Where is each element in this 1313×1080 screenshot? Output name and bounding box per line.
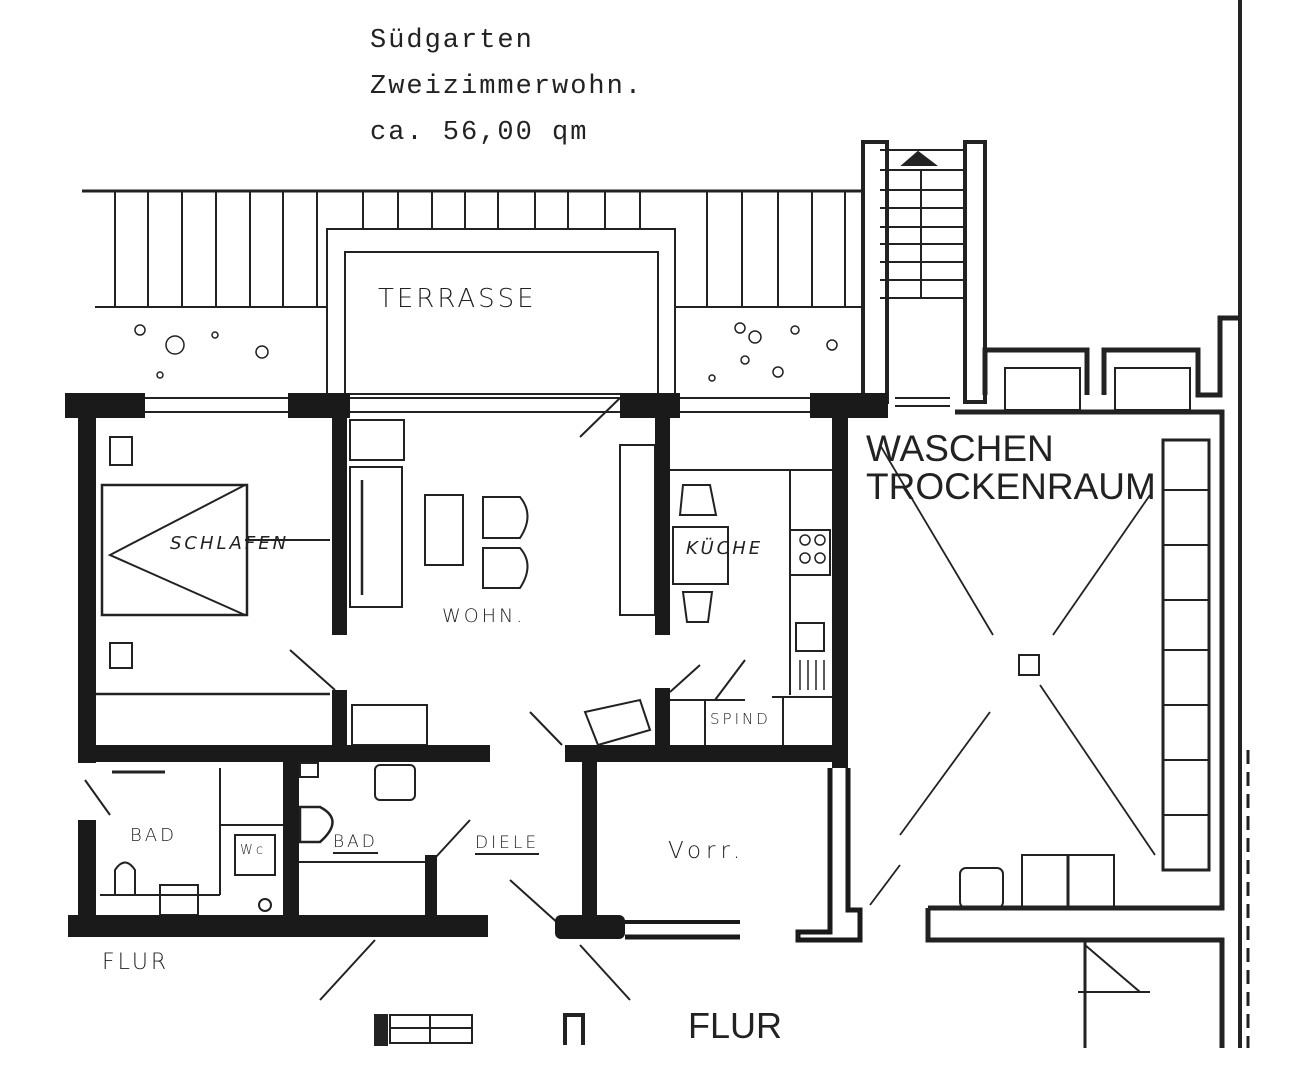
garden-label: Südgarten [370, 26, 534, 56]
bathroom-right-label: BAD [333, 832, 378, 854]
garden-planks [95, 191, 862, 308]
laundry-room-label: WASCHEN TROCKENRAUM [866, 430, 1156, 506]
wc-label: Wc [240, 843, 267, 858]
kitchen-label: KÜCHE [686, 538, 764, 559]
storage-label: Vorr. [668, 838, 746, 864]
laundry-label-line1: WASCHEN [866, 428, 1054, 469]
corridor-left-label: FLUR [102, 950, 170, 975]
closet-label: SPIND [710, 710, 771, 728]
terrace-label: TERRASSE [378, 284, 537, 314]
laundry-label-line2: TROCKENRAUM [866, 466, 1156, 507]
bedroom-label: SCHLAFEN [170, 533, 290, 554]
bathroom-left-label: BAD [130, 825, 177, 846]
floor-drain [1018, 654, 1040, 676]
hall-label: DIELE [475, 833, 540, 855]
area-label: ca. 56,00 qm [370, 118, 589, 148]
terrace-inner [344, 251, 659, 395]
corridor-bottom-label: FLUR [688, 1005, 783, 1046]
apartment-type-label: Zweizimmerwohn. [370, 72, 644, 102]
walls [65, 393, 888, 939]
living-room-label: WOHN. [442, 605, 526, 627]
plan-header: Südgarten Zweizimmerwohn. ca. 56,00 qm [370, 18, 643, 156]
